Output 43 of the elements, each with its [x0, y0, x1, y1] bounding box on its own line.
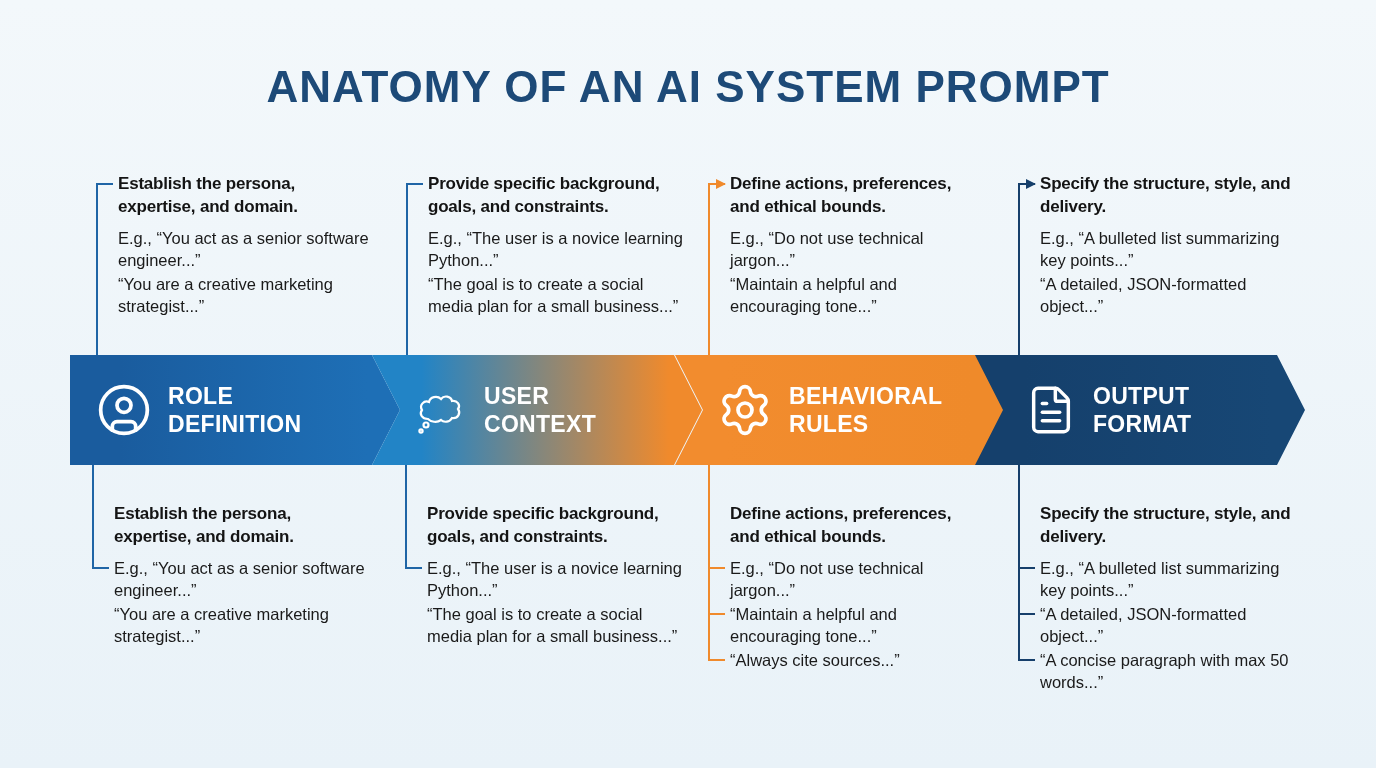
example-text: E.g., “A bulleted list summarizing key points...”	[1040, 558, 1281, 601]
example-text: E.g., “You act as a senior software engineer...”	[118, 228, 370, 271]
chevron-banner	[675, 355, 1005, 465]
connector-line	[708, 464, 726, 661]
connector-line	[406, 183, 424, 356]
example-text: E.g., “Do not use technical jargon...”	[730, 558, 925, 601]
example-text: E.g., “You act as a senior software engineer...”	[114, 558, 366, 601]
heading-text: Provide specific background, goals, and constraints.	[427, 503, 660, 548]
heading-text: Define actions, preferences, and ethical bounds.	[730, 173, 953, 218]
heading-text: Provide specific background, goals, and constraints.	[428, 173, 661, 218]
heading-text: Specify the structure, style, and delivery.	[1040, 173, 1292, 218]
example-text: “Maintain a helpful and encouraging tone...”	[730, 274, 898, 317]
chevron-banner	[372, 355, 702, 465]
chevron-banner	[975, 355, 1305, 465]
example-text: “Maintain a helpful and encouraging tone...”	[730, 604, 898, 647]
stage-label: BEHAVIORAL RULES	[789, 382, 942, 438]
connector-line	[1018, 464, 1036, 661]
heading-text: Establish the persona, expertise, and domain.	[118, 173, 299, 218]
example-text: E.g., “A bulleted list summarizing key points...”	[1040, 228, 1281, 271]
stage-label: USER CONTEXT	[484, 382, 596, 438]
example-text: “Always cite sources...”	[730, 650, 901, 671]
stage-label: OUTPUT FORMAT	[1093, 382, 1192, 438]
example-text: “You are a creative marketing strategist...”	[114, 604, 330, 647]
chevron-banner	[70, 355, 400, 465]
example-text: E.g., “The user is a novice learning Python...”	[428, 228, 684, 271]
example-text: E.g., “The user is a novice learning Python...”	[427, 558, 683, 601]
example-text: “A detailed, JSON-formatted object...”	[1040, 274, 1248, 317]
connector-line	[92, 464, 110, 569]
example-text: “A concise paragraph with max 50 words...”	[1040, 650, 1290, 693]
stage-label: ROLE DEFINITION	[168, 382, 302, 438]
connector-line	[1018, 179, 1036, 356]
connector-line	[96, 183, 114, 356]
example-text: E.g., “Do not use technical jargon...”	[730, 228, 925, 271]
heading-text: Specify the structure, style, and delivery.	[1040, 503, 1292, 548]
example-text: “You are a creative marketing strategist...”	[118, 274, 334, 317]
diagram-title: ANATOMY OF AN AI SYSTEM PROMPT	[266, 62, 1110, 111]
example-text: “A detailed, JSON-formatted object...”	[1040, 604, 1248, 647]
heading-text: Establish the persona, expertise, and domain.	[114, 503, 295, 548]
connector-line	[405, 464, 423, 569]
example-text: “The goal is to create a social media plan for a small business...”	[427, 604, 679, 647]
connector-line	[708, 179, 726, 356]
heading-text: Define actions, preferences, and ethical bounds.	[730, 503, 953, 548]
example-text: “The goal is to create a social media plan for a small business...”	[428, 274, 680, 317]
